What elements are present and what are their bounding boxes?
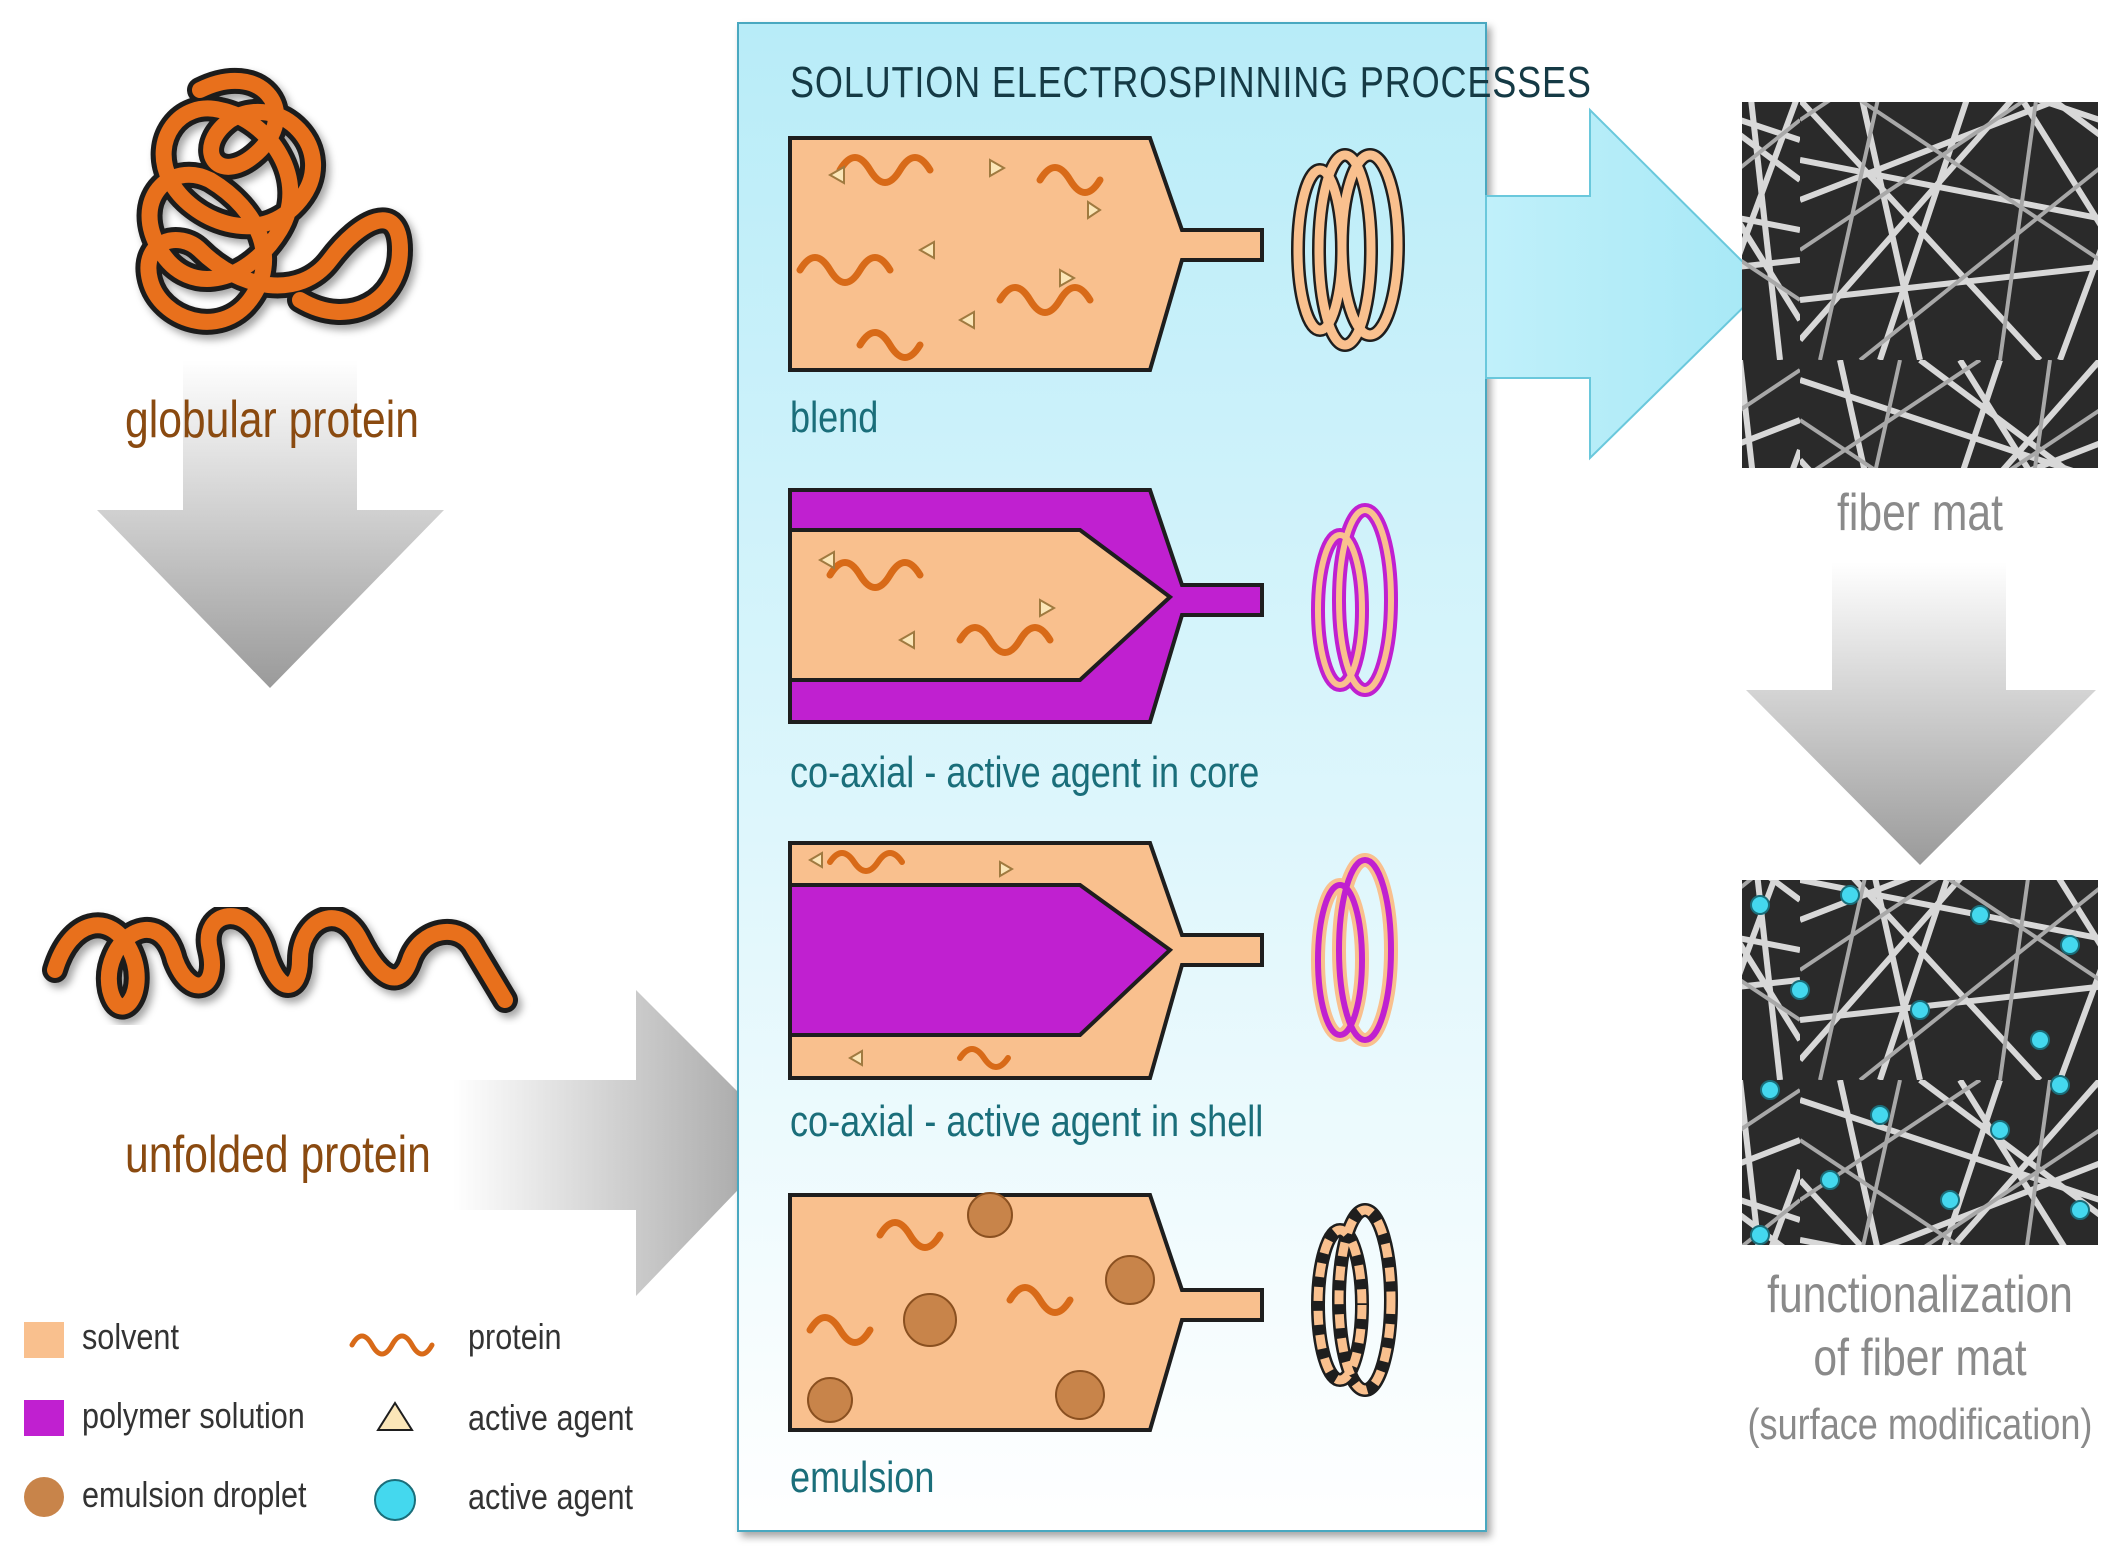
unfolded-protein-label: unfolded protein [125,1126,431,1184]
process-label-coaxial-core: co-axial - active agent in core [790,748,1260,797]
legend-active-agent-dot-label: active agent [468,1476,634,1517]
process-label-emulsion: emulsion [790,1453,935,1502]
arrow-to-fiber-mat [1485,107,1768,461]
functionalization-label-line2: of fiber mat [1813,1329,2027,1387]
panel-title: SOLUTION ELECTROSPINNING PROCESSES [790,58,1592,107]
fiber-mat-image [1742,102,2098,468]
legend-solvent-label: solvent [82,1316,179,1357]
legend-droplet-swatch [24,1477,64,1517]
functionalization-label-line1: functionalization [1767,1266,2073,1324]
legend-droplet-label: emulsion droplet [82,1474,307,1515]
process-label-coaxial-shell: co-axial - active agent in shell [790,1097,1264,1146]
legend-polymer-swatch [24,1400,64,1436]
unfolded-protein-icon [42,903,518,1020]
fiber-mat-label: fiber mat [1837,484,2003,542]
legend-triangle-icon [376,1401,414,1431]
arrow-down-right [1746,562,2096,865]
coaxial-core-nozzle [788,488,1398,724]
functionalization-label-line3: (surface modification) [1747,1400,2093,1449]
arrow-right-to-panel [453,990,786,1296]
legend-solvent-swatch [24,1322,64,1358]
process-label-blend: blend [790,393,879,442]
functionalized-fiber-mat-image [1742,880,2098,1245]
legend-protein-label: protein [468,1316,562,1357]
arrow-down-left [97,360,444,688]
globular-protein-icon [135,67,413,335]
coaxial-shell-nozzle [788,841,1398,1080]
legend-dot-icon [374,1479,416,1521]
emulsion-nozzle [788,1192,1398,1432]
globular-protein-label: globular protein [125,391,419,449]
blend-nozzle [788,136,1405,372]
legend-protein-swatch [349,1333,435,1357]
legend-active-agent-triangle-label: active agent [468,1397,634,1438]
legend-polymer-label: polymer solution [82,1395,305,1436]
